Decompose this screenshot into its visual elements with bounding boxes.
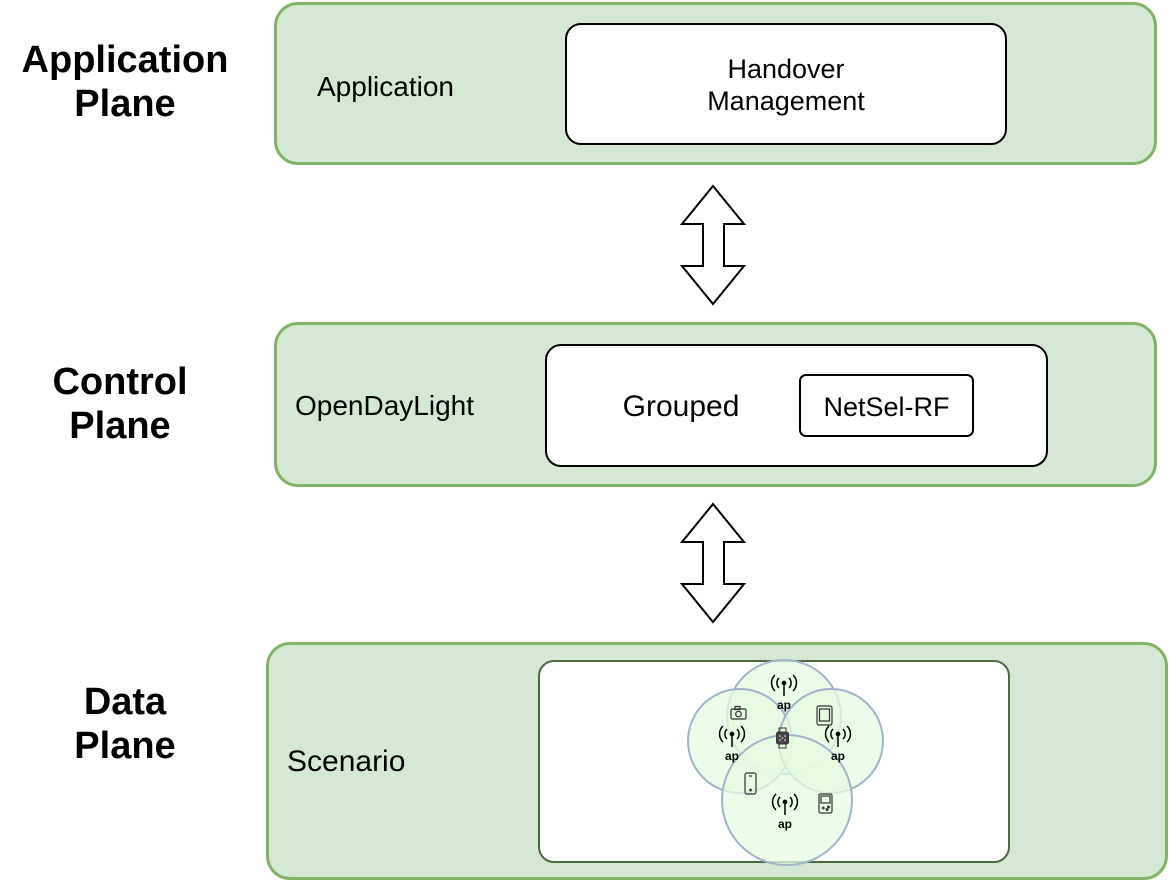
grouped-box: Grouped NetSel-RF: [545, 344, 1048, 467]
data-plane-label: Data Plane: [74, 681, 176, 767]
control-plane-band: OpenDayLight Grouped NetSel-RF: [274, 322, 1157, 487]
handover-management-box: Handover Management: [565, 23, 1007, 145]
double-arrow-icon: [679, 184, 747, 306]
antenna-icon: [718, 674, 852, 815]
application-plane-label: Application Plane: [21, 39, 229, 125]
gameboy-icon: [818, 793, 833, 814]
ap-label-bottom: ap: [778, 817, 792, 831]
ap-label-right: ap: [831, 749, 845, 763]
application-plane-band: Application Handover Management: [274, 2, 1157, 165]
phone-icon: [744, 772, 757, 795]
netsel-rf-label: NetSel-RF: [823, 392, 950, 422]
ap-label-top: ap: [777, 698, 791, 712]
double-arrow-icon: [679, 502, 747, 624]
opendaylight-label: OpenDayLight: [295, 390, 475, 421]
netsel-rf-box: NetSel-RF: [799, 374, 974, 437]
control-plane-label: Control Plane: [52, 361, 188, 447]
grouped-label: Grouped: [622, 390, 740, 423]
application-band-label: Application: [317, 71, 454, 102]
camera-icon: [730, 705, 747, 720]
scenario-label: Scenario: [287, 745, 406, 778]
tablet-icon: [816, 705, 833, 726]
ap-label-left: ap: [725, 749, 739, 763]
smartwatch-icon: [776, 727, 789, 749]
handover-management-label: Handover Management: [707, 54, 865, 116]
